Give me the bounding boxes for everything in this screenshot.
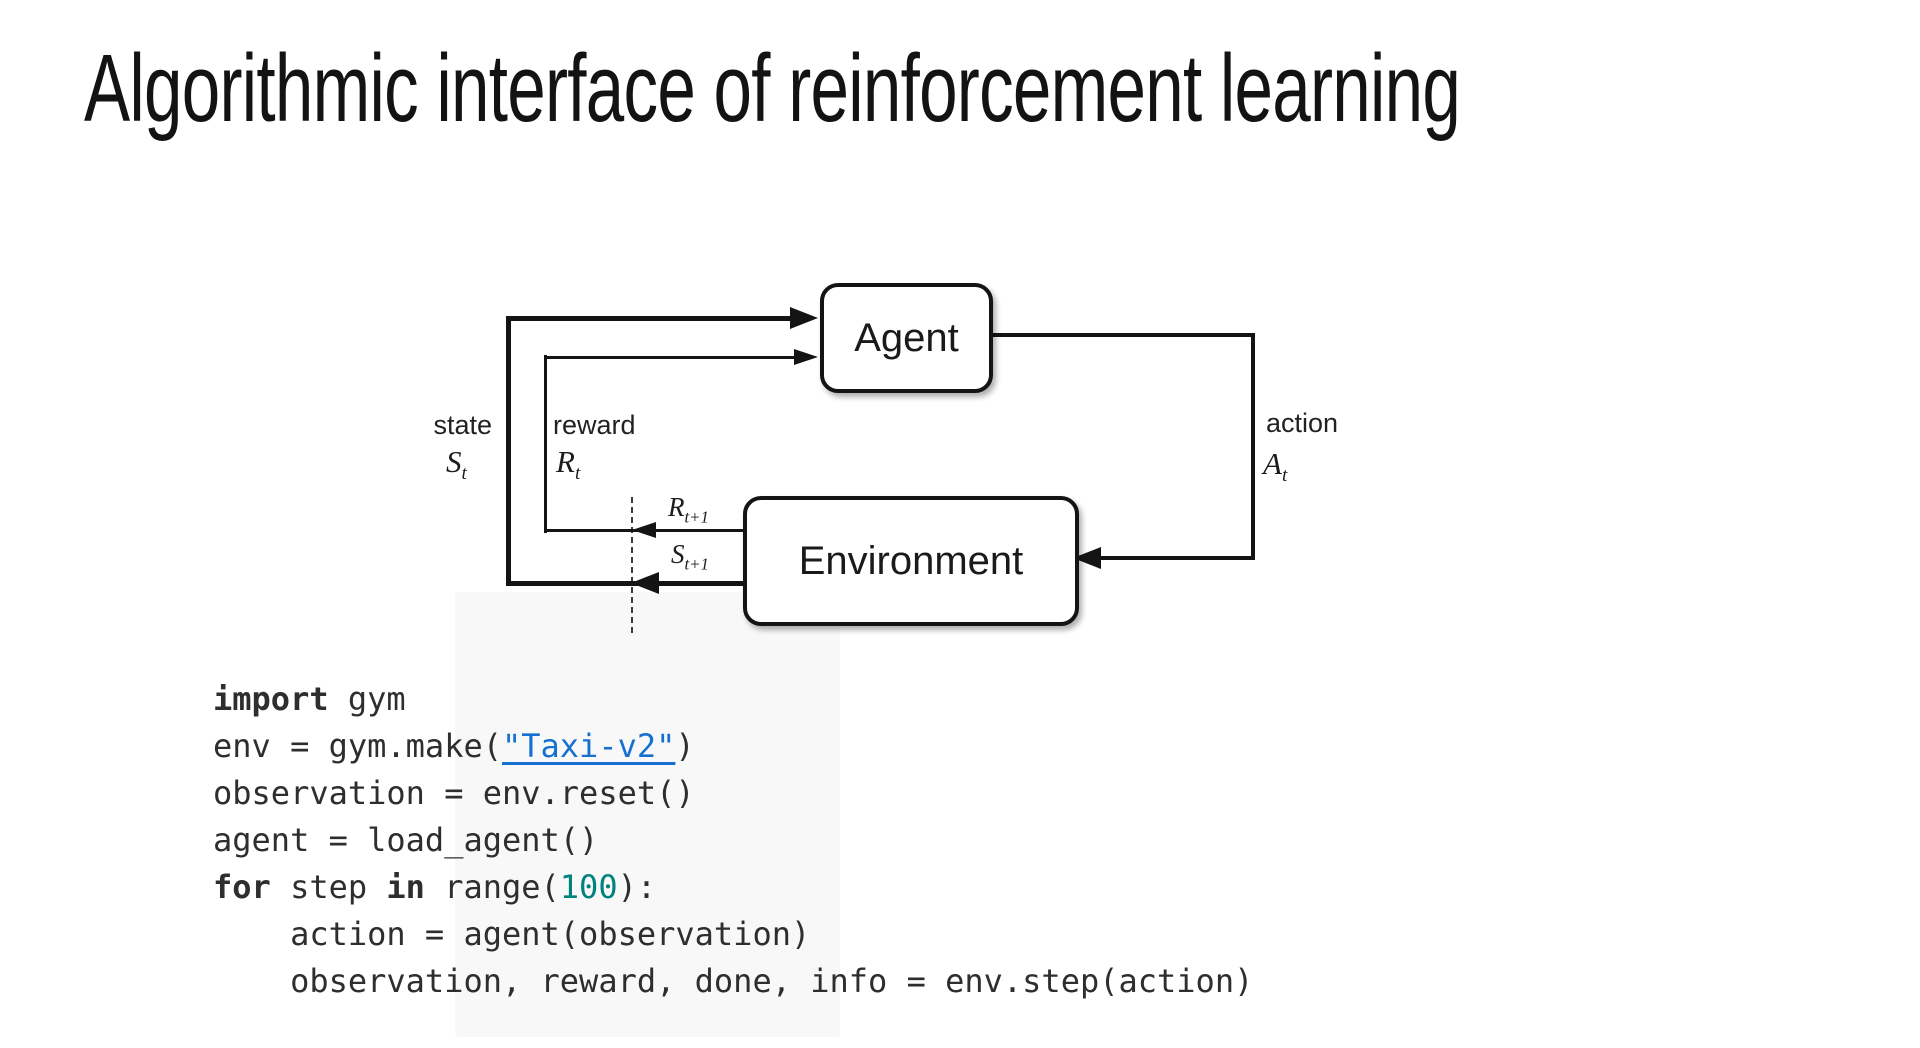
action-symbol: At <box>1263 446 1288 487</box>
code-token: gym <box>328 680 406 718</box>
code-token: observation = env.reset() <box>213 774 695 812</box>
reward-line-top <box>545 356 796 359</box>
reward-label: reward <box>553 410 636 440</box>
code-token: action = agent(observation) <box>213 915 811 953</box>
code-token: import <box>213 680 329 718</box>
agent-box-label: Agent <box>854 315 959 360</box>
code-token: for <box>213 868 271 906</box>
state-label: state <box>433 410 492 440</box>
code-token: step <box>270 868 387 906</box>
code-line: import gym <box>213 676 1253 723</box>
next-state-line-bottom <box>506 581 743 586</box>
reward-arrowhead-into-agent-icon <box>794 349 818 365</box>
code-background-artifact <box>455 592 840 1037</box>
agent-box: Agent <box>820 283 993 393</box>
action-label: action <box>1266 408 1339 438</box>
action-line-vertical <box>1251 333 1255 560</box>
code-token: env = gym.make( <box>213 727 502 765</box>
code-line: action = agent(observation) <box>213 911 1253 958</box>
code-env-id-link[interactable]: "Taxi-v2" <box>501 727 676 765</box>
code-line: env = gym.make("Taxi-v2") <box>213 723 1253 770</box>
environment-box-label: Environment <box>798 538 1024 583</box>
code-line: for step in range(100): <box>213 864 1253 911</box>
code-line: observation, reward, done, info = env.st… <box>213 958 1253 1005</box>
code-token: range( <box>424 868 560 906</box>
environment-box: Environment <box>743 496 1079 626</box>
code-token: in <box>386 868 425 906</box>
next-state-arrowhead-icon <box>631 572 659 594</box>
next-reward-symbol: Rt+1 <box>668 492 709 527</box>
next-state-symbol: St+1 <box>671 539 709 574</box>
timestep-boundary-dashed-line <box>631 497 633 633</box>
state-symbol: St <box>446 444 467 485</box>
code-line: agent = load_agent() <box>213 817 1253 864</box>
code-token: observation, reward, done, info = env.st… <box>213 962 1254 1000</box>
action-arrowhead-into-environment-icon <box>1073 547 1101 569</box>
code-token: ): <box>617 868 657 906</box>
next-reward-arrowhead-icon <box>632 522 656 538</box>
reward-symbol: Rt <box>556 444 581 485</box>
reward-line-vertical <box>544 355 547 533</box>
action-line-into-environment <box>1075 556 1255 560</box>
state-arrowhead-into-agent-icon <box>790 307 818 329</box>
code-token: 100 <box>559 868 618 906</box>
page-title: Algorithmic interface of reinforcement l… <box>84 35 1461 142</box>
action-line-from-agent <box>983 333 1255 337</box>
state-line-vertical <box>506 316 511 586</box>
code-token: ) <box>675 727 695 765</box>
code-line: observation = env.reset() <box>213 770 1253 817</box>
code-token: agent = load_agent() <box>213 821 599 859</box>
state-line-top <box>508 316 792 321</box>
